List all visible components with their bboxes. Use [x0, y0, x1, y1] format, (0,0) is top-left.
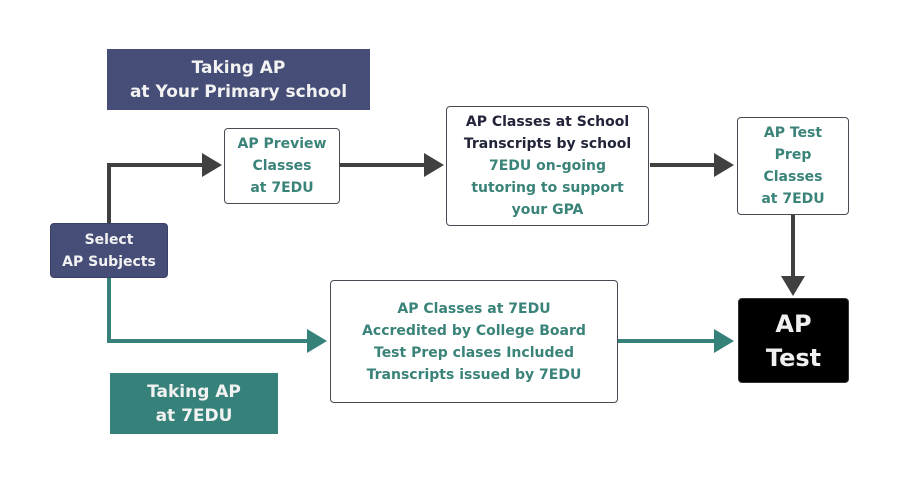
node-ap-classes-at-school[interactable]: AP Classes at School Transcripts by scho… — [446, 106, 649, 226]
node-line: Test — [765, 343, 822, 372]
label-taking-ap-7edu: Taking AP at 7EDU — [110, 373, 278, 434]
node-line: your GPA — [511, 202, 584, 218]
node-select-ap-subjects[interactable]: Select AP Subjects — [50, 223, 168, 278]
label-taking-ap-primary-school: Taking AP at Your Primary school — [107, 49, 370, 110]
node-line: AP Classes at 7EDU — [397, 300, 551, 317]
node-line: Prep — [774, 147, 812, 163]
label-line: at 7EDU — [155, 405, 233, 426]
node-line: at 7EDU — [250, 180, 314, 196]
node-line: 7EDU on-going — [489, 158, 606, 174]
node-line: AP Preview — [237, 136, 327, 152]
node-line: AP — [775, 309, 812, 338]
node-line: Transcripts by school — [463, 136, 632, 152]
node-line: AP Test — [763, 125, 823, 141]
label-line: Taking AP — [147, 381, 241, 402]
node-line: AP Classes at School — [465, 114, 630, 130]
arrow-select-to-preview — [107, 153, 222, 224]
node-ap-test[interactable]: AP Test — [738, 298, 849, 383]
label-line: Taking AP — [191, 57, 286, 78]
node-ap-test-prep-classes[interactable]: AP Test Prep Classes at 7EDU — [737, 117, 849, 215]
node-line: at 7EDU — [761, 191, 825, 207]
node-line: Transcripts issued by 7EDU — [366, 366, 582, 383]
node-line: Classes — [252, 158, 312, 174]
node-line: tutoring to support — [471, 180, 624, 196]
node-ap-classes-at-7edu[interactable]: AP Classes at 7EDU Accredited by College… — [330, 280, 618, 403]
node-line: Test Prep clases Included — [374, 344, 574, 361]
node-line: AP Subjects — [62, 253, 156, 270]
node-ap-preview-classes[interactable]: AP Preview Classes at 7EDU — [224, 128, 340, 204]
node-line: Select — [84, 231, 134, 248]
label-line: at Your Primary school — [129, 81, 348, 102]
node-line: Classes — [763, 169, 823, 185]
node-line: Accredited by College Board — [362, 322, 586, 339]
arrow-select-to-7edu-classes — [107, 277, 327, 353]
